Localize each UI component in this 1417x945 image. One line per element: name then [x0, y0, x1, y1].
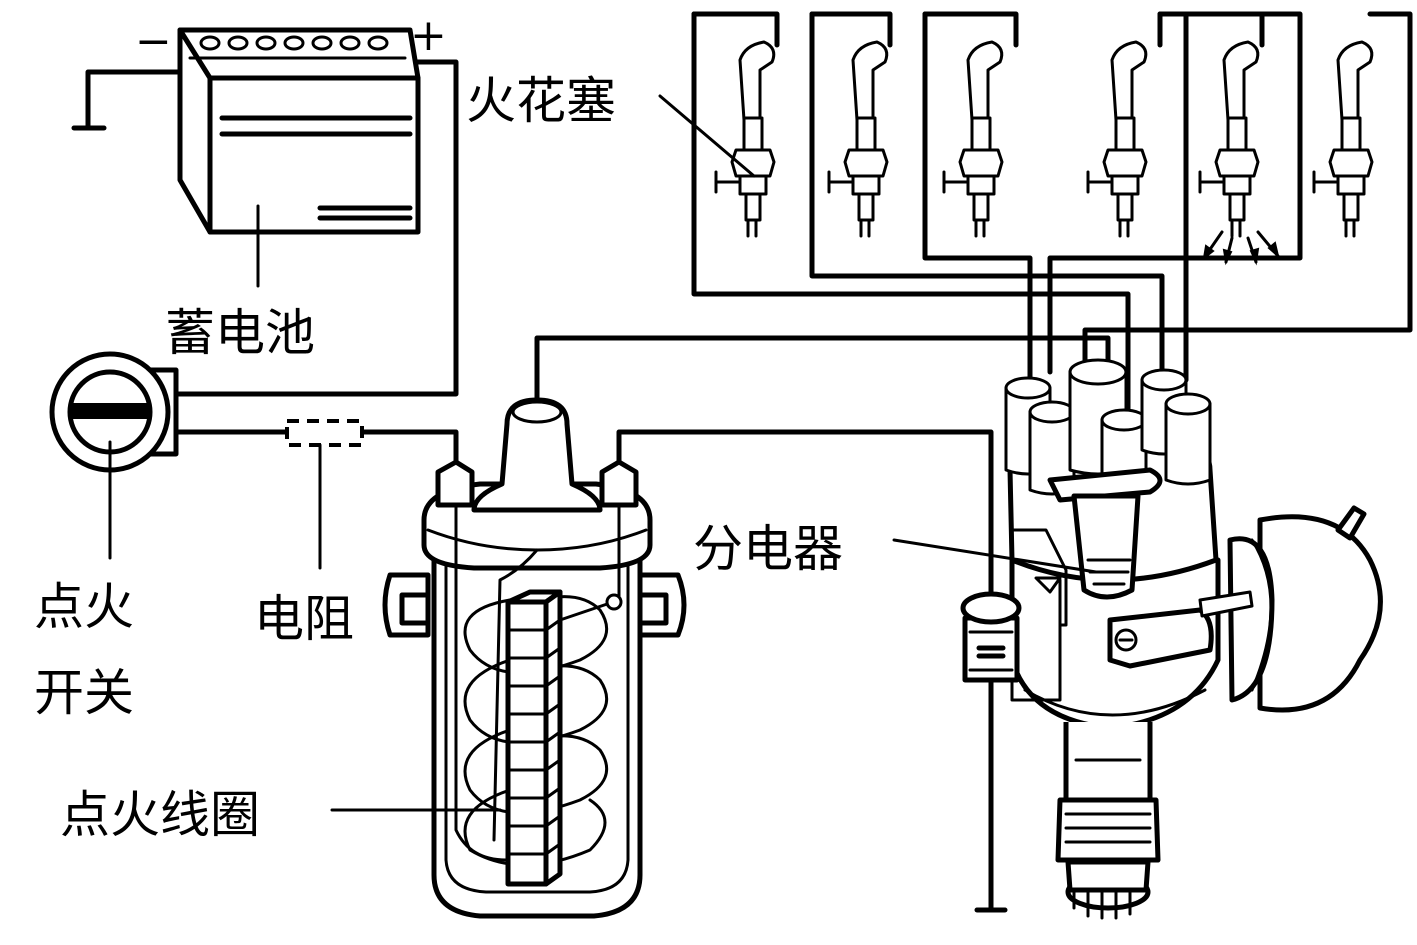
spark-plug-leader [658, 94, 756, 178]
vacuum-nipple [1335, 505, 1367, 541]
spark-plug-2 [827, 40, 889, 238]
spark-plug-3 [942, 40, 1004, 238]
battery: − + [135, 10, 447, 235]
coil-winding-3 [463, 728, 609, 815]
plug-lead-6 [1082, 11, 1413, 371]
primary-lead-to-points [616, 429, 994, 599]
switch-key-slot [71, 403, 149, 419]
distributor-label: 分电器 [693, 520, 843, 578]
coil-secondary-lead [492, 548, 539, 842]
plug-lead-3 [922, 11, 1033, 383]
coil-core-side-laminations [544, 618, 562, 856]
cap-tower-5 [1164, 402, 1212, 486]
coil-terminal-positive [435, 459, 475, 508]
ignition-switch [49, 351, 179, 473]
resistor-to-coil-wire [359, 429, 459, 469]
vacuum-advance-seam [1250, 538, 1273, 692]
drive-gear-teeth [1072, 878, 1132, 920]
condenser-cap [960, 591, 1022, 625]
shank-grooves [1064, 812, 1152, 844]
spark-plug-label: 火花塞 [466, 72, 616, 130]
resistor [285, 419, 364, 447]
ignition-coil [382, 397, 687, 919]
plug-lead-4 [1047, 11, 1303, 375]
plug-lead-1 [691, 11, 1131, 413]
gear-collar [1065, 859, 1151, 893]
labels: 火花塞 蓄电池 点火 开关 电阻 点火线圈 分电器 [34, 72, 843, 844]
spark-plug-1 [714, 40, 776, 238]
ignition-switch-label-line2: 开关 [34, 664, 134, 722]
ignition-coil-label: 点火线圈 [60, 786, 260, 844]
resistor-label: 电阻 [254, 590, 354, 648]
plug-lead-2-top [809, 11, 893, 48]
breaker-points [1010, 528, 1068, 627]
spark-plugs [714, 40, 1374, 266]
coil-bracket-left-hole [399, 592, 431, 626]
leader-lines [108, 94, 1098, 812]
condenser-bands [968, 630, 1014, 672]
condenser-symbol [976, 645, 1006, 659]
spark-arrows [1202, 230, 1280, 266]
battery-base-lines [317, 205, 413, 221]
high-tension-lead [534, 335, 1111, 409]
distributor [960, 358, 1383, 920]
coil-terminal-negative [599, 459, 639, 508]
coil-hv-tower [471, 397, 603, 513]
battery-ground-wire [85, 69, 191, 129]
vacuum-advance-dome [1257, 514, 1383, 713]
coil-hv-socket [511, 400, 563, 424]
rotor-arm [1047, 467, 1163, 503]
battery-positive-wire [173, 59, 459, 397]
ignition-switch-label-line1: 点火 [34, 578, 134, 636]
coil-primary-lead-left [454, 503, 508, 862]
shank-lower [1055, 797, 1161, 863]
battery-label: 蓄电池 [165, 304, 315, 362]
plug-lead-3-top [922, 11, 1019, 48]
spark-plug-6 [1312, 40, 1374, 238]
wiring [71, 11, 1413, 913]
plug-lead-2 [809, 11, 1165, 375]
coil-bracket-right-hole [637, 592, 669, 626]
coil-junction [605, 593, 623, 611]
battery-negative-symbol: − [135, 16, 172, 67]
spark-plug-5 [1198, 40, 1280, 266]
battery-cell-caps [199, 35, 389, 51]
coil-inner-wall [444, 558, 630, 894]
coil-core-laminations [506, 628, 548, 856]
battery-body [177, 27, 421, 235]
distributor-leader [892, 538, 1098, 574]
plug-lead-1-top [691, 11, 780, 48]
resistor-body [285, 419, 364, 447]
spark-plug-4 [1086, 40, 1148, 238]
battery-positive-symbol: + [410, 10, 447, 61]
rotor-shaft [1071, 493, 1141, 600]
battery-label-lines [219, 115, 413, 137]
vacuum-link-rod [1198, 590, 1254, 618]
